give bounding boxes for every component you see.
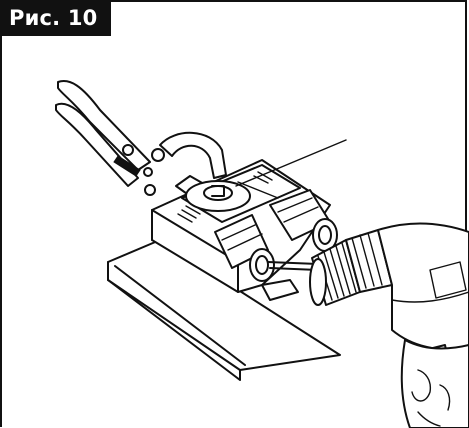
drill-bit-icon [267,261,319,271]
callout-line [235,139,347,187]
figure-label: Рис. 10 [0,0,112,36]
wood-board-icon [107,239,341,381]
locking-pliers-icon [55,80,251,212]
cordless-drill-icon [309,222,469,428]
